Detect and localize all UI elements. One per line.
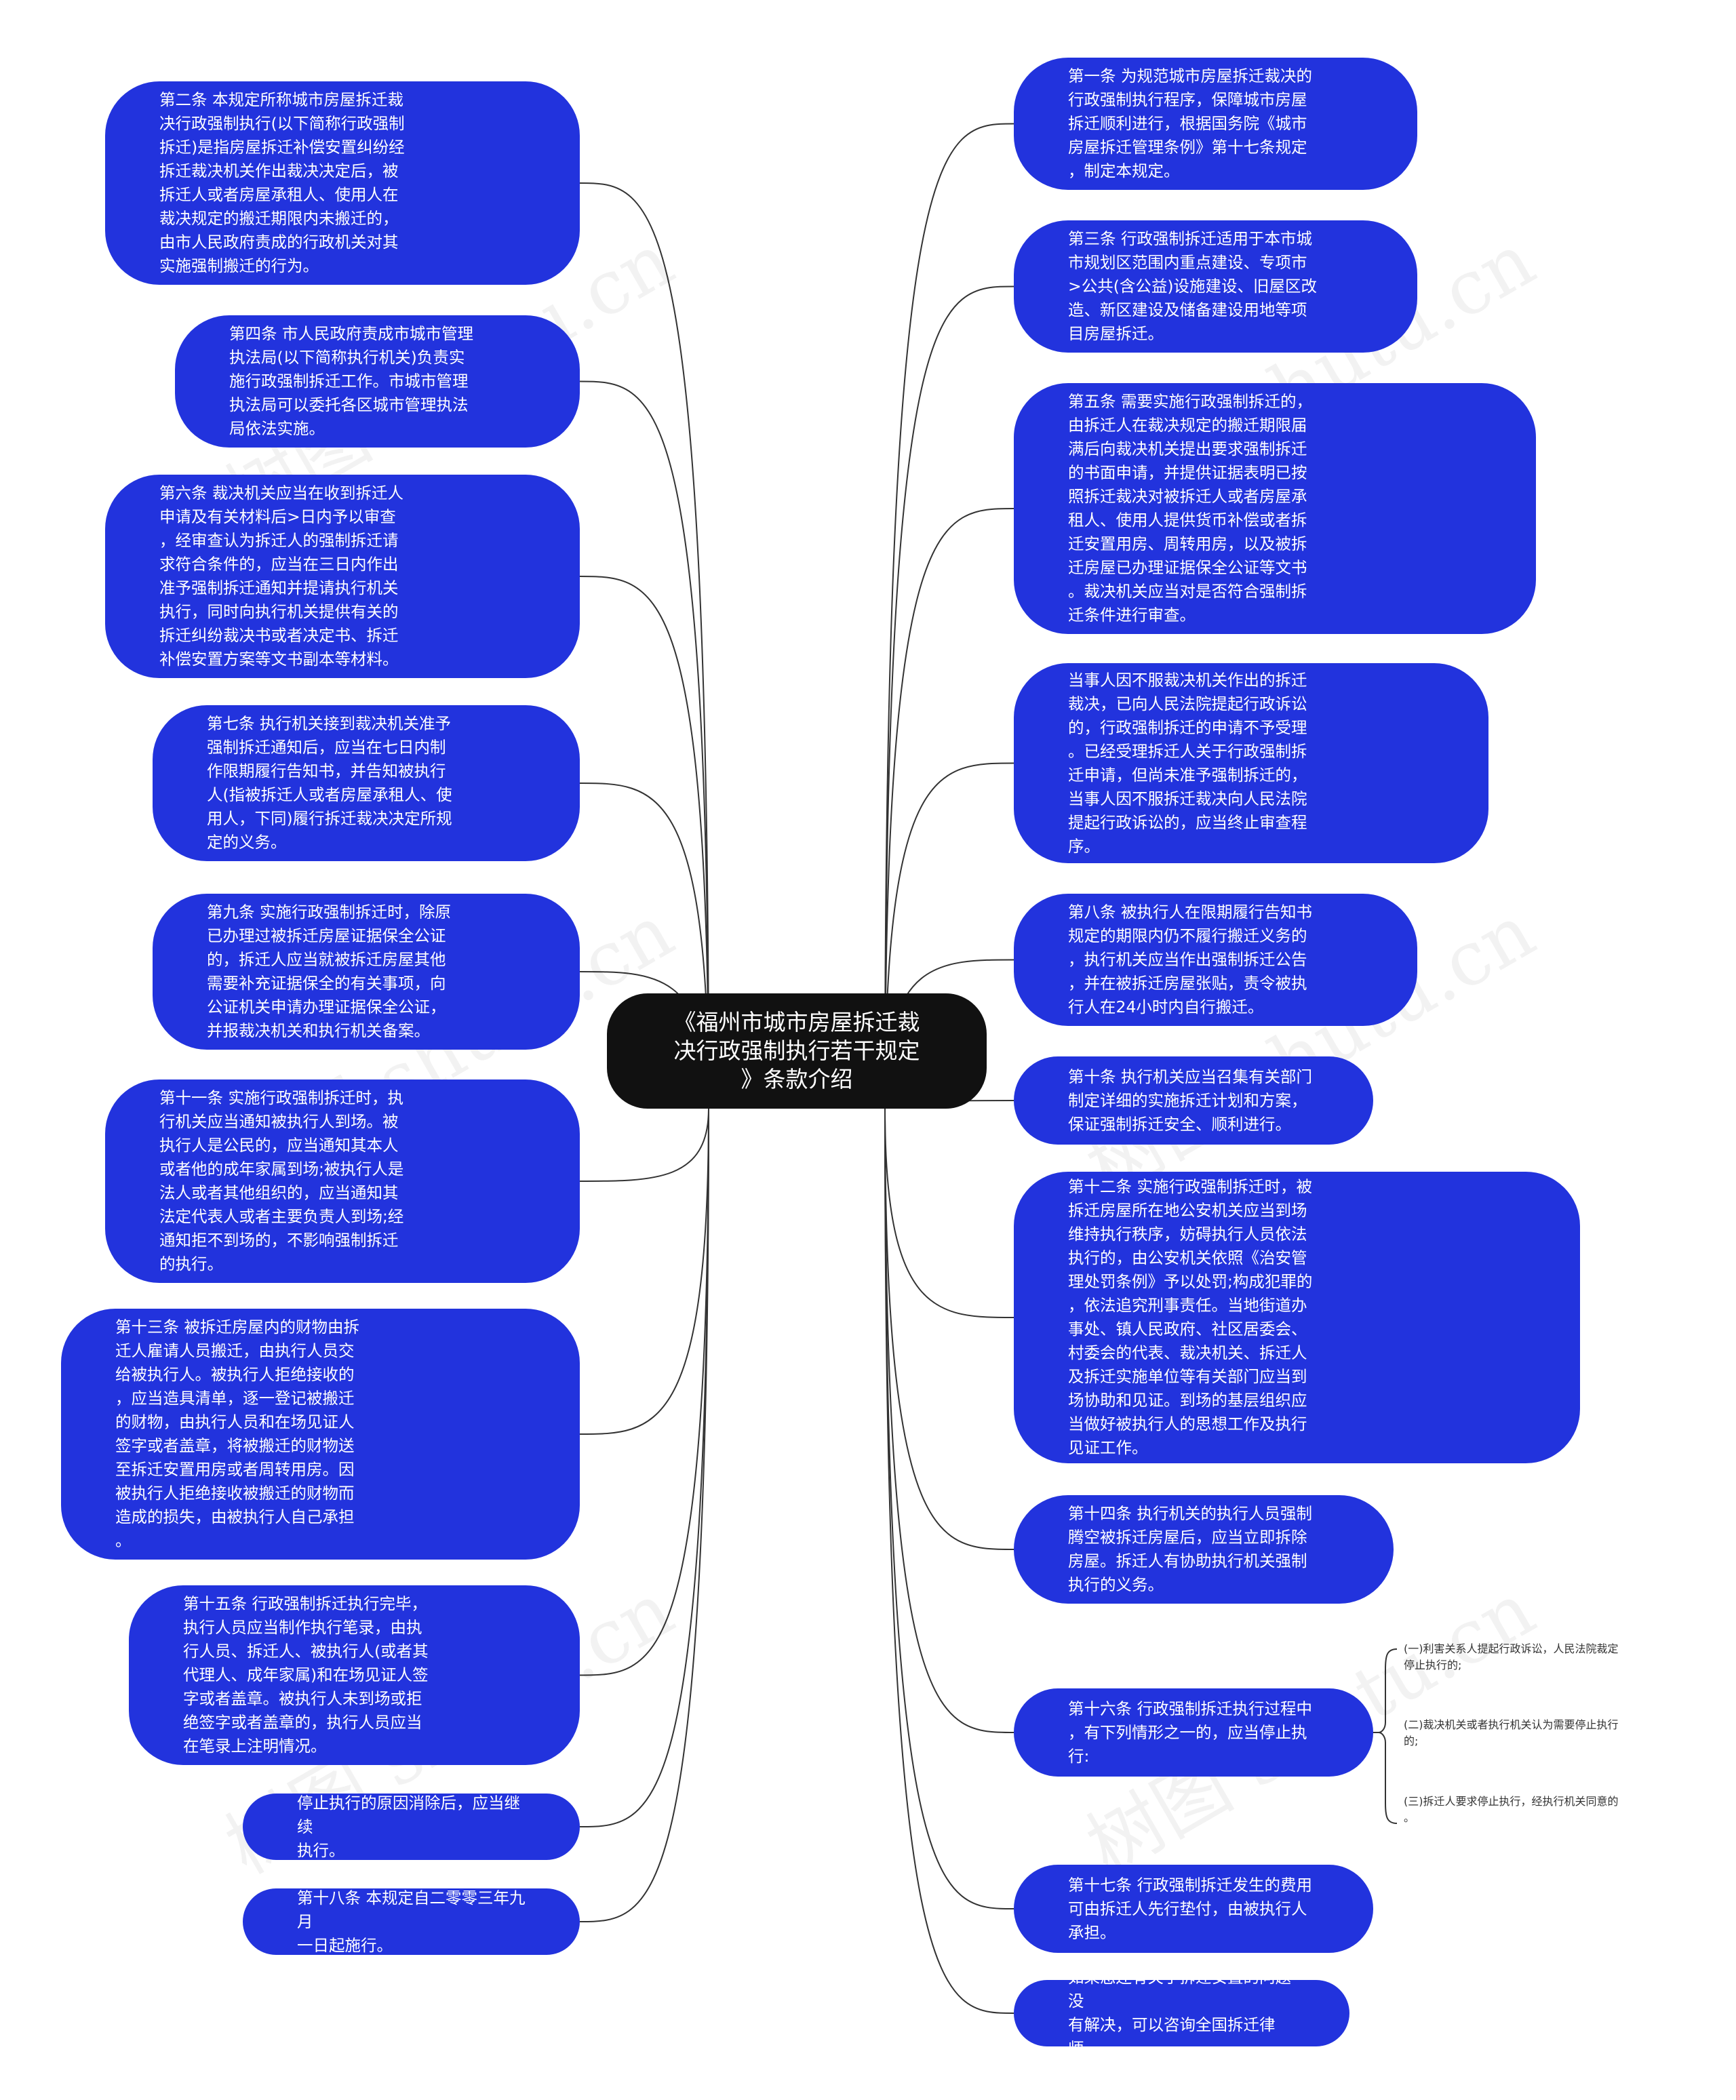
topic-article-7[interactable]: 第七条 执行机关接到裁决机关准予 强制拆迁通知后，应当在七日内制 作限期履行告知… [153, 705, 580, 861]
connector-topic-article-3 [884, 285, 1014, 1109]
connector-topic-article-17 [884, 1108, 1014, 1909]
topic-article-12[interactable]: 第十二条 实施行政强制拆迁时，被 拆迁房屋所在地公安机关应当到场 维持执行秩序，… [1014, 1172, 1580, 1463]
topic-article-5[interactable]: 第五条 需要实施行政强制拆迁的， 由拆迁人在裁决规定的搬迁期限届 满后向裁决机关… [1014, 383, 1536, 634]
connector-topic-article-4 [579, 380, 709, 1109]
topic-article-16[interactable]: 第十六条 行政强制拆迁执行过程中 ，有下列情形之一的，应当停止执 行: [1014, 1688, 1373, 1777]
topic-article-4[interactable]: 第四条 市人民政府责成市城市管理 执法局(以下简称执行机关)负责实 施行政强制拆… [175, 315, 580, 448]
connector-topic-article-15 [579, 1108, 709, 1676]
connector-topic-article-13 [579, 1108, 709, 1435]
connector-topic-article-18 [579, 1108, 709, 1922]
topic-article-18[interactable]: 第十八条 本规定自二零零三年九月 一日起施行。 [243, 1888, 580, 1955]
connector-topic-article-5 [884, 508, 1014, 1109]
topic-article-1[interactable]: 第一条 为规范城市房屋拆迁裁决的 行政强制执行程序，保障城市房屋 拆迁顺利进行，… [1014, 58, 1417, 190]
sub-item-stop-3[interactable]: (三)拆迁人要求停止执行，经执行机关同意的 。 [1404, 1795, 1619, 1824]
connector-article-16-bracket [1378, 1648, 1398, 1824]
connector-topic-article-7 [579, 782, 709, 1109]
topic-article-6[interactable]: 第六条 裁决机关应当在收到拆迁人 申请及有关材料后>日内予以审查 ，经审查认为拆… [105, 475, 580, 678]
topic-article-17[interactable]: 第十七条 行政强制拆迁发生的费用 可由拆迁人先行垫付，由被执行人 承担。 [1014, 1865, 1373, 1953]
topic-article-9[interactable]: 第九条 实施行政强制拆迁时，除原 已办理过被拆迁房屋证据保全公证 的，拆迁人应当… [153, 894, 580, 1050]
connector-topic-article-2 [579, 182, 709, 1109]
sub-item-stop-1[interactable]: (一)利害关系人提起行政诉讼，人民法院裁定 停止执行的; [1404, 1642, 1619, 1671]
topic-lawyer[interactable]: 如果您还有关于拆迁安置的问题没 有解决，可以咨询全国拆迁律师。 [1014, 1968, 1349, 2058]
connector-topic-article-1 [884, 123, 1014, 1109]
root-topic-label: 《福州市城市房屋拆迁裁 决行政强制执行若干规定 》条款介绍 [673, 1009, 920, 1092]
sub-item-stop-2[interactable]: (二)裁决机关或者执行机关认为需要停止执行 的; [1404, 1718, 1619, 1747]
topic-article-13[interactable]: 第十三条 被拆迁房屋内的财物由拆 迁人雇请人员搬迁，由执行人员交 给被执行人。被… [61, 1309, 580, 1560]
topic-article-8[interactable]: 第八条 被执行人在限期履行告知书 规定的期限内仍不履行搬迁义务的 ，执行机关应当… [1014, 894, 1417, 1026]
topic-article-14[interactable]: 第十四条 执行机关的执行人员强制 腾空被拆迁房屋后，应当立即拆除 房屋。拆迁人有… [1014, 1495, 1394, 1604]
topic-article-2[interactable]: 第二条 本规定所称城市房屋拆迁裁 决行政强制执行(以下简称行政强制 拆迁)是指房… [105, 81, 580, 285]
topic-article-11[interactable]: 第十一条 实施行政强制拆迁时，执 行机关应当通知被执行人到场。被 执行人是公民的… [105, 1079, 580, 1283]
topic-article-3[interactable]: 第三条 行政强制拆迁适用于本市城 市规划区范围内重点建设、专项市 >公共(含公益… [1014, 220, 1417, 353]
connector-topic-article-6 [579, 576, 709, 1109]
connector-topic-resume-execution [579, 1108, 709, 1827]
topic-lawsuit[interactable]: 当事人因不服裁决机关作出的拆迁 裁决，已向人民法院提起行政诉讼 的，行政强制拆迁… [1014, 663, 1488, 863]
connector-topic-article-12 [884, 1108, 1014, 1318]
topic-resume-execution[interactable]: 停止执行的原因消除后，应当继续 执行。 [243, 1794, 580, 1860]
connector-topic-lawsuit [884, 762, 1014, 1109]
root-topic[interactable]: 《福州市城市房屋拆迁裁 决行政强制执行若干规定 》条款介绍 [607, 993, 987, 1109]
topic-article-15[interactable]: 第十五条 行政强制拆迁执行完毕， 执行人员应当制作执行笔录，由执 行人员、拆迁人… [129, 1585, 580, 1765]
connector-topic-article-14 [884, 1108, 1014, 1550]
topic-article-10[interactable]: 第十条 执行机关应当召集有关部门 制定详细的实施拆迁计划和方案， 保证强制拆迁安… [1014, 1056, 1373, 1145]
connector-topic-article-16 [884, 1108, 1014, 1733]
connector-topic-lawyer [884, 1108, 1014, 2014]
connector-topic-article-11 [579, 1108, 709, 1182]
